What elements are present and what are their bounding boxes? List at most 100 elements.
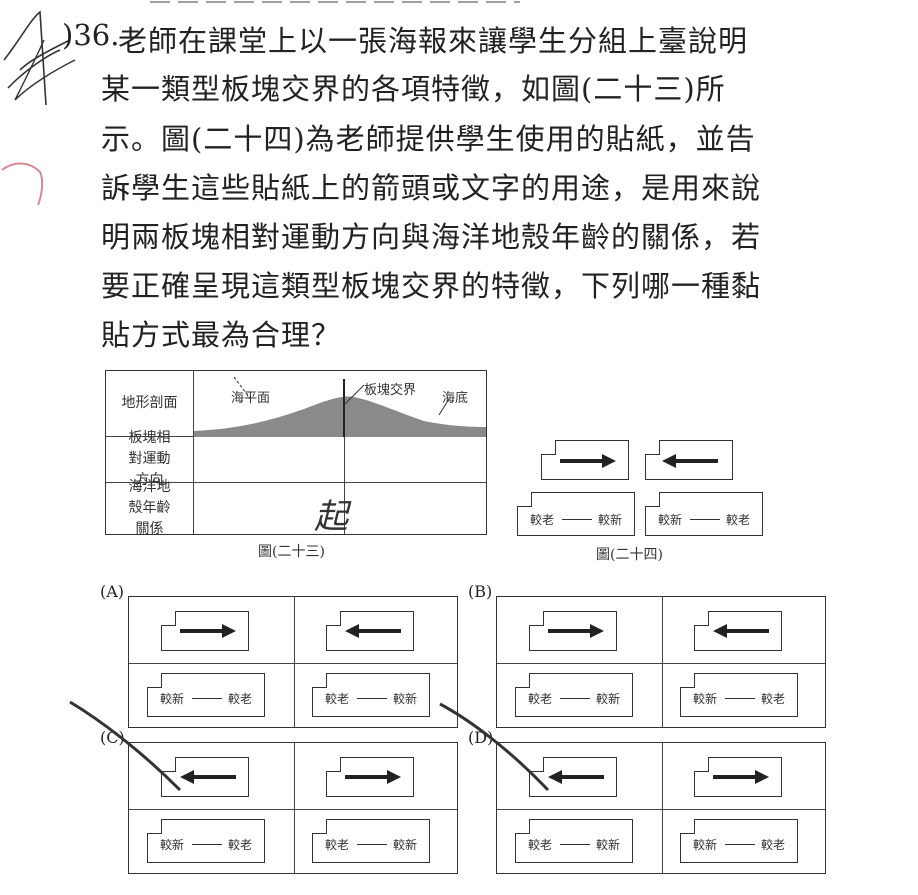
age-right-label: 較新: [393, 692, 418, 706]
sticker-dash: [560, 844, 590, 845]
sticker-dash: [690, 519, 720, 520]
sticker-fold-icon: [680, 819, 695, 834]
option-arrow-sticker: [161, 757, 249, 797]
option-label[interactable]: (B): [468, 582, 493, 601]
sticker-dash: [357, 698, 387, 699]
sticker-fold-icon: [529, 611, 544, 626]
figure-24-caption: 圖(二十四): [596, 547, 663, 563]
sea-surface-label: 海平面: [231, 391, 271, 406]
age-left-label: 較新: [693, 838, 718, 852]
sticker-arrow-right: [541, 440, 629, 480]
option-horizontal-divider: [129, 809, 457, 810]
arrow-left-icon: [180, 770, 236, 784]
sticker-dash: [560, 698, 590, 699]
sticker-new-label: 較新: [658, 513, 683, 527]
sticker-fold-icon: [517, 492, 532, 507]
sticker-arrow-left: [645, 440, 733, 480]
option-arrow-sticker: [694, 757, 782, 797]
sticker-dash: [725, 844, 755, 845]
option-arrow-sticker: [694, 611, 782, 651]
arrow-right-icon: [180, 624, 236, 638]
option-arrow-sticker: [529, 611, 617, 651]
handwritten-note: 起: [314, 497, 348, 537]
arrow-left-icon: [662, 454, 718, 468]
sticker-dash: [357, 844, 387, 845]
age-right-label: 較新: [393, 838, 418, 852]
age-left-label: 較老: [325, 692, 350, 706]
option-horizontal-divider: [129, 663, 457, 664]
sticker-dash: [192, 844, 222, 845]
handwritten-marks: [1, 1, 520, 206]
option-arrow-sticker: [161, 611, 249, 651]
sticker-fold-icon: [515, 673, 530, 688]
sticker-fold-icon: [515, 819, 530, 834]
question-line-1: 老師在課堂上以一張海報來讓學生分組上臺說明: [118, 24, 749, 58]
question-line-7: 貼方式最為合理？: [101, 318, 342, 352]
terrain-profile: [194, 376, 486, 437]
sticker-dash: [562, 519, 592, 520]
figure-23-table: 地形剖面 海平面 板塊交界 海底 板塊相對運動方向 海洋地殼年齡關係 起: [105, 370, 487, 537]
age-right-label: 較老: [761, 692, 786, 706]
option-age-sticker: 較新較老: [147, 819, 265, 863]
option-age-sticker: 較新 較老: [680, 819, 798, 863]
terrain-row: 地形剖面 海平面 板塊交界 海底: [106, 371, 486, 437]
option-box[interactable]: 較新較老較老較新: [128, 742, 458, 874]
arrow-left-icon: [345, 624, 401, 638]
arrow-right-icon: [713, 770, 769, 784]
sticker-new-label: 較新: [598, 513, 623, 527]
sticker-fold-icon: [529, 757, 544, 772]
age-right-label: 較老: [228, 692, 253, 706]
option-age-sticker: 較老 較新: [312, 673, 430, 717]
sticker-dash: [192, 698, 222, 699]
age-right-label: 較新: [596, 692, 621, 706]
sticker-fold-icon: [147, 819, 162, 834]
figure-23-caption: 圖(二十三): [258, 544, 325, 560]
sticker-old-new: 較老 較新: [517, 492, 635, 536]
option-box[interactable]: 較新 較老 較老 較新: [128, 596, 458, 728]
option-age-sticker: 較新 較老: [147, 673, 265, 717]
option-horizontal-divider: [497, 809, 825, 810]
age-right-label: 較新: [596, 838, 621, 852]
sticker-fold-icon: [541, 440, 556, 455]
plate-boundary-label: 板塊交界: [364, 383, 417, 398]
terrain-label: 地形剖面: [106, 371, 194, 436]
option-age-sticker: 較老較新: [312, 819, 430, 863]
option-horizontal-divider: [497, 663, 825, 664]
motion-divider: [344, 437, 345, 483]
question-number: )36.: [62, 18, 120, 52]
sticker-fold-icon: [161, 757, 176, 772]
option-age-sticker: 較老 較新: [515, 819, 633, 863]
age-right-label: 較老: [228, 838, 253, 852]
option-label[interactable]: (A): [100, 582, 125, 601]
option-label[interactable]: (C): [100, 728, 125, 747]
option-box[interactable]: 較老 較新較新 較老: [496, 596, 826, 728]
age-left-label: 較老: [528, 838, 553, 852]
sticker-fold-icon: [326, 757, 341, 772]
cross-out-marks: [69, 700, 550, 792]
sticker-fold-icon: [694, 757, 709, 772]
question-line-5: 明兩板塊相對運動方向與海洋地殼年齡的關係，若: [101, 220, 762, 254]
question-line-2: 某一類型板塊交界的各項特徵，如圖(二十三)所: [101, 72, 726, 106]
sticker-fold-icon: [680, 673, 695, 688]
sticker-fold-icon: [645, 492, 660, 507]
sticker-new-old: 較新 較老: [645, 492, 763, 536]
option-box[interactable]: 較老 較新 較新 較老: [496, 742, 826, 874]
option-arrow-sticker: [326, 757, 414, 797]
age-left-label: 較老: [528, 692, 553, 706]
age-divider: [344, 483, 345, 534]
sticker-fold-icon: [161, 611, 176, 626]
sticker-fold-icon: [645, 440, 660, 455]
sticker-fold-icon: [312, 819, 327, 834]
option-vertical-divider: [662, 597, 663, 727]
arrow-left-icon: [548, 770, 604, 784]
option-vertical-divider: [294, 743, 295, 873]
option-label[interactable]: (D): [468, 728, 494, 747]
sticker-fold-icon: [326, 611, 341, 626]
motion-label: 板塊相對運動方向: [106, 430, 194, 488]
arrow-left-icon: [713, 624, 769, 638]
sticker-old-label: 較老: [530, 513, 555, 527]
sticker-fold-icon: [694, 611, 709, 626]
age-left-label: 較新: [160, 692, 185, 706]
option-age-sticker: 較老 較新: [515, 673, 633, 717]
age-right-label: 較老: [761, 838, 786, 852]
